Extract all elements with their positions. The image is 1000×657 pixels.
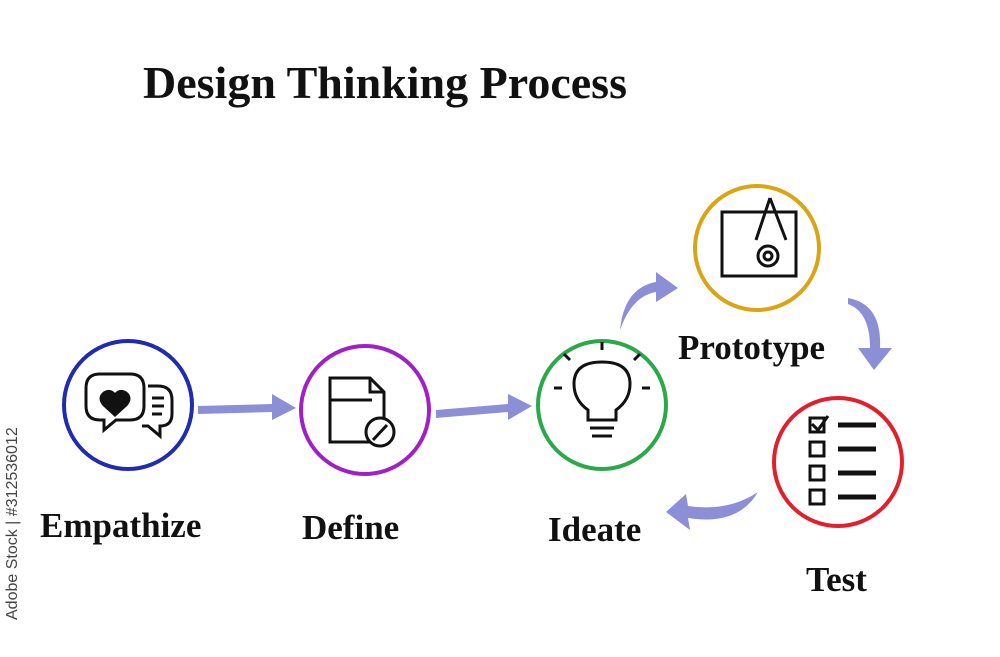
define-ring [299, 344, 431, 476]
step-empathize [62, 339, 194, 471]
lightbulb-icon [554, 342, 650, 438]
step-label-prototype: Prototype [678, 328, 826, 367]
document-edit-icon [328, 376, 396, 448]
arrow-test-ideate [666, 492, 758, 530]
step-label-test: Test [806, 560, 867, 599]
step-label-ideate: Ideate [548, 510, 642, 549]
arrow-prototype-test [848, 298, 892, 370]
empathize-ring [62, 339, 194, 471]
step-label-define: Define [302, 508, 400, 547]
step-define [299, 344, 431, 476]
blueprint-gear-icon [720, 197, 798, 278]
stock-watermark: Adobe Stock | #312536012 [4, 427, 21, 620]
arrow-define-ideate [436, 394, 532, 420]
flow-arrows [198, 272, 892, 530]
test-ring [772, 396, 904, 528]
prototype-ring [693, 184, 821, 312]
ideate-ring [536, 339, 668, 471]
checklist-icon [808, 415, 876, 506]
arrow-ideate-prototype [620, 272, 678, 330]
chat-heart-icon [84, 372, 174, 440]
step-test [772, 396, 904, 528]
diagram-title: Design Thinking Process [143, 57, 627, 108]
arrow-empathize-define [198, 394, 296, 420]
step-label-empathize: Empathize [40, 506, 202, 545]
step-ideate [536, 339, 668, 471]
step-prototype [693, 184, 821, 312]
